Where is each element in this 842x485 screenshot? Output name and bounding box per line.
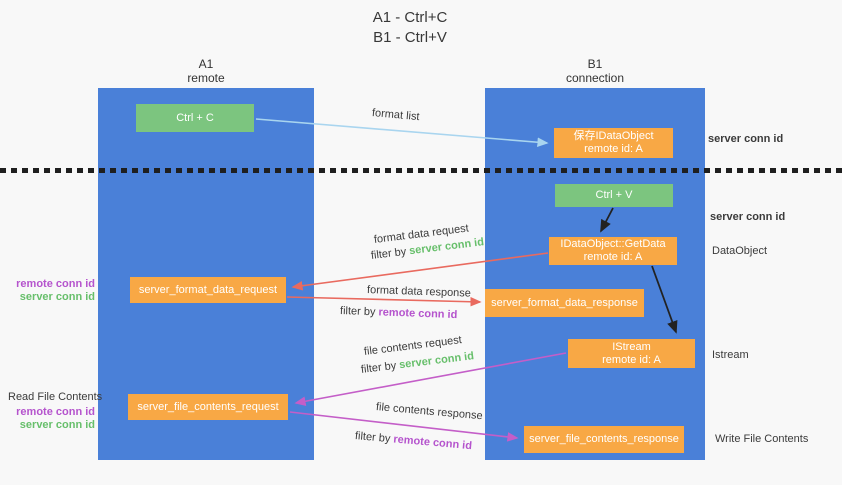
filter-by-text: filter by — [339, 305, 376, 319]
server-conn-id-text: server conn id — [398, 350, 475, 372]
node-save-idataobject: 保存IDataObject remote id: A — [554, 128, 673, 158]
node-server-format-data-request: server_format_data_request — [130, 277, 286, 303]
istream-line2: remote id: A — [602, 353, 661, 366]
file-request-label: server_file_contents_request — [137, 400, 279, 413]
title-line-1: A1 - Ctrl+C — [372, 9, 448, 26]
lane-header-a1: A1 remote — [98, 57, 314, 85]
ctrl-c-label: Ctrl + C — [176, 111, 214, 124]
lane-b1-subtitle: connection — [565, 71, 625, 85]
node-ctrl-v: Ctrl + V — [555, 184, 673, 207]
label-format-list: format list — [371, 107, 421, 124]
title-line-2: B1 - Ctrl+V — [373, 29, 447, 46]
getdata-line1: IDataObject::GetData — [560, 238, 666, 250]
ctrl-v-label: Ctrl + V — [595, 189, 633, 201]
side-label-read-file-contents: Read File Contents — [8, 391, 103, 403]
label-file-contents-response: file contents response — [375, 401, 484, 423]
side-label-server-conn-id-top: server conn id — [708, 133, 784, 145]
file-response-label: server_file_contents_response — [529, 433, 679, 445]
node-server-format-data-response: server_format_data_response — [485, 289, 644, 317]
filter-by-text: filter by — [354, 430, 391, 446]
istream-line1: IStream — [612, 340, 651, 353]
filter-by-text: filter by — [370, 245, 407, 262]
remote-conn-id-label: remote conn id — [16, 278, 95, 290]
dotted-divider-line — [0, 168, 842, 173]
lane-a1-name: A1 — [198, 57, 214, 71]
lane-header-b1: B1 connection — [485, 57, 705, 85]
node-istream: IStream remote id: A — [568, 339, 695, 368]
lane-a1-subtitle: remote — [187, 71, 225, 85]
format-response-label: server_format_data_response — [491, 296, 638, 309]
lane-b1-name: B1 — [587, 57, 603, 71]
save-idataobject-line2: remote id: A — [584, 143, 643, 155]
label-format-data-response: format data response — [366, 284, 472, 300]
label-filter-by-remote-conn-id-2: filter by remote conn id — [354, 430, 472, 452]
conn-id-stack-format: remote conn id server conn id — [5, 278, 95, 304]
filter-by-text: filter by — [360, 359, 397, 376]
side-label-dataobject: DataObject — [712, 245, 768, 257]
getdata-line2: remote id: A — [583, 251, 643, 263]
side-label-istream: Istream — [712, 349, 749, 361]
side-label-server-conn-id-mid: server conn id — [710, 211, 786, 223]
conn-id-stack-file: remote conn id server conn id — [5, 406, 95, 432]
remote-conn-id-label: remote conn id — [16, 406, 95, 418]
side-label-write-file-contents: Write File Contents — [715, 433, 809, 445]
format-request-label: server_format_data_request — [138, 283, 278, 296]
node-ctrl-c: Ctrl + C — [136, 104, 254, 132]
remote-conn-id-text: remote conn id — [378, 306, 458, 322]
save-idataobject-line1: 保存IDataObject — [573, 130, 654, 142]
server-conn-id-label: server conn id — [19, 419, 95, 431]
node-server-file-contents-request: server_file_contents_request — [128, 394, 288, 420]
label-filter-by-remote-conn-id-1: filter by remote conn id — [340, 305, 458, 321]
remote-conn-id-text: remote conn id — [392, 433, 473, 453]
server-conn-id-label: server conn id — [19, 291, 95, 303]
node-server-file-contents-response: server_file_contents_response — [524, 426, 684, 453]
diagram-title: A1 - Ctrl+C B1 - Ctrl+V — [300, 8, 520, 48]
node-idataobject-getdata: IDataObject::GetData remote id: A — [549, 237, 677, 265]
